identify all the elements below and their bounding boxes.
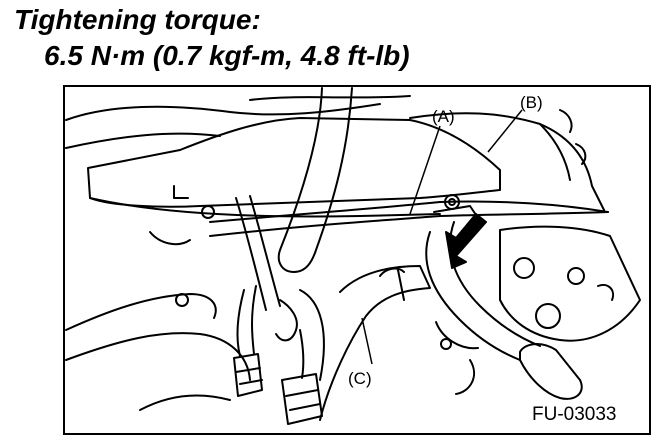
figure-id: FU-03033: [532, 404, 617, 425]
callout-a: (A): [432, 107, 455, 126]
connector-center: [281, 373, 323, 425]
bracket-a: [87, 117, 501, 208]
torque-value: 6.5 N·m (0.7 kgf-m, 4.8 ft-lb): [44, 40, 410, 71]
torque-title: Tightening torque:: [14, 4, 261, 35]
hose-c: [319, 265, 431, 421]
callout-b: (B): [520, 93, 543, 112]
tighten-arrow: [445, 213, 487, 269]
figure-frame: [63, 85, 651, 435]
connector-left: [233, 353, 263, 397]
pipe-top: [277, 87, 353, 273]
fuel-pipe-a: [209, 200, 609, 223]
leader-a: [409, 125, 441, 215]
pipe-end: [519, 343, 583, 400]
callout-c: (C): [348, 369, 372, 388]
leader-c: [361, 317, 373, 365]
leader-b: [487, 109, 523, 153]
